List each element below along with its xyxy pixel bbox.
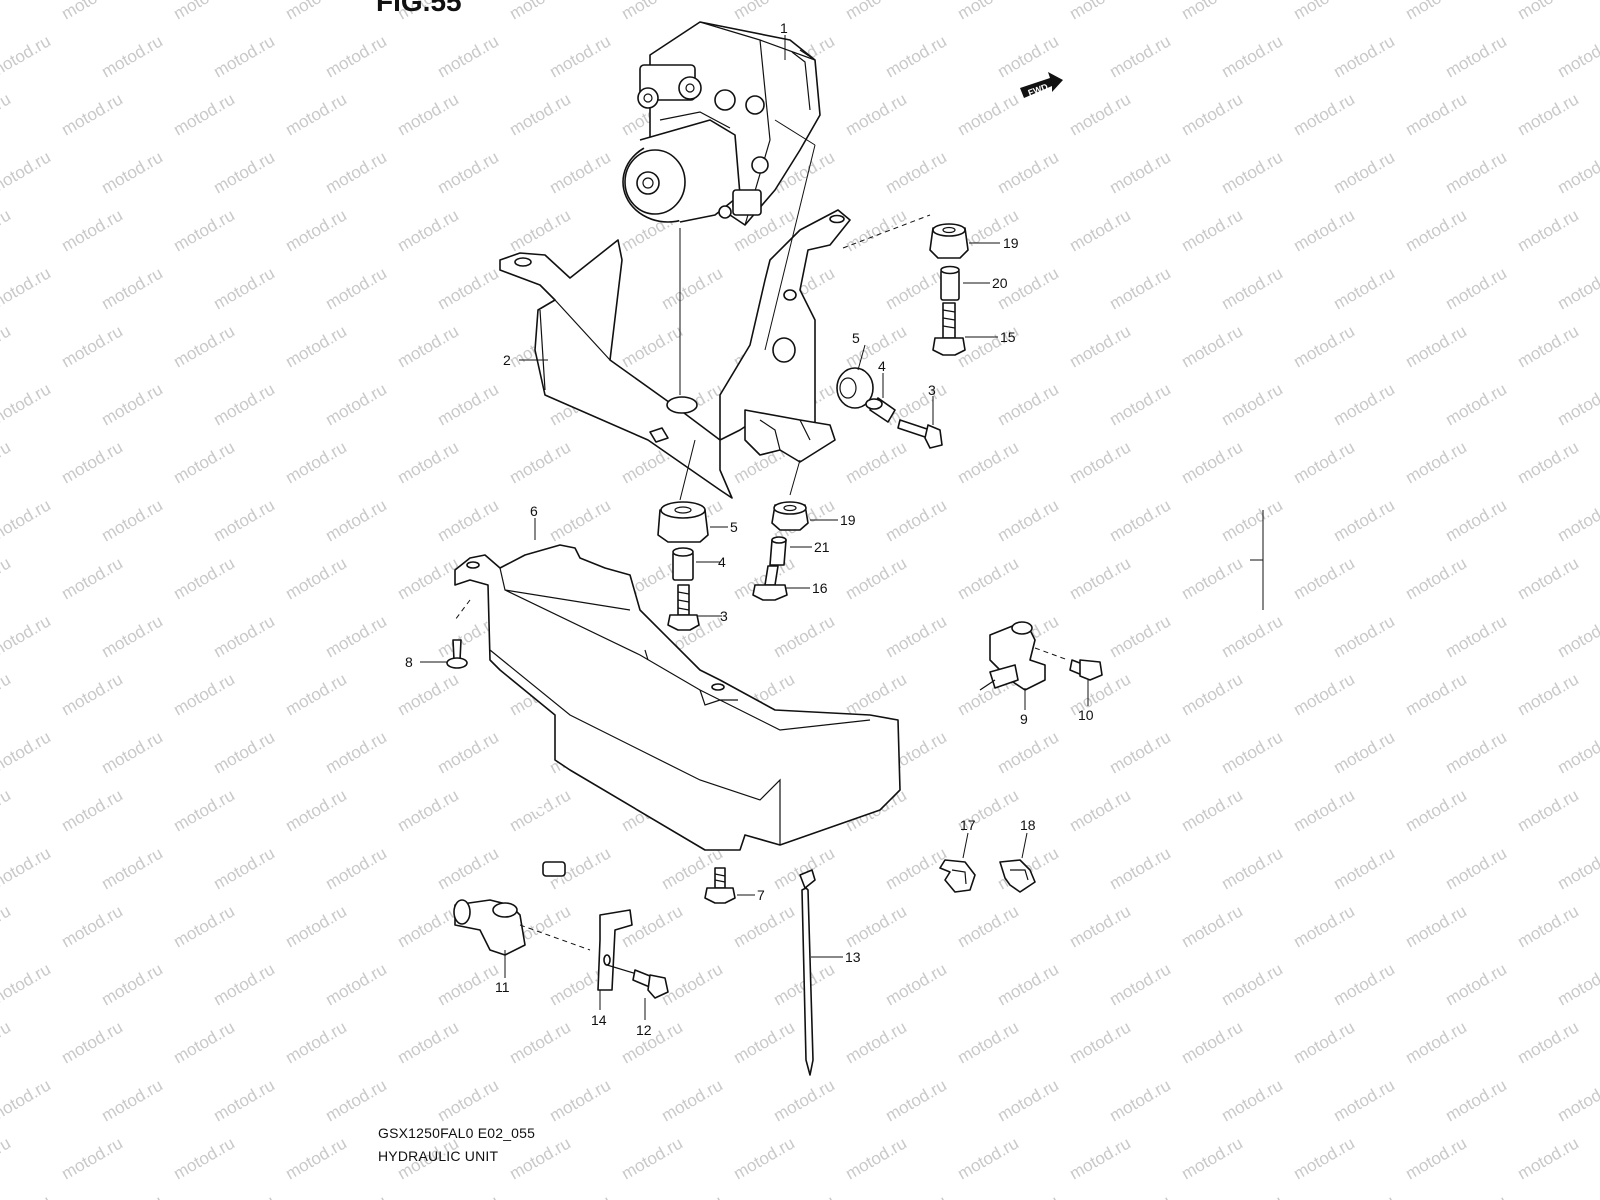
grommet-19-lower [771,501,809,531]
align-line-1 [774,119,816,146]
collar-4-lower [672,547,694,581]
collar-21 [769,536,787,566]
callout-12: 12 [636,1022,652,1038]
hydraulic-unit-bracket [499,209,851,499]
callout-14: 14 [591,1012,607,1028]
bolt-10 [1069,659,1103,681]
align-line-1b [764,144,816,351]
callout-4-lower: 4 [718,554,726,570]
callout-3-lower: 3 [720,608,728,624]
callout-4-upper: 4 [878,358,886,374]
callout-labels: 1 2 3 3 4 4 5 5 6 7 8 9 10 11 12 13 14 1… [405,20,1094,1038]
cable-tie-13 [799,869,816,1076]
callout-19-upper: 19 [1003,235,1019,251]
callout-5-lower: 5 [730,519,738,535]
callout-13: 13 [845,949,861,965]
callout-5-upper: 5 [852,330,860,346]
align-line-14 [519,924,591,951]
collar-4-upper [865,397,896,423]
grommet-5-upper [836,367,874,409]
abs-hydraulic-unit [622,21,821,226]
grommet-5-lower [657,501,709,543]
bolt-3-lower [667,584,700,631]
clamp-plate-14 [597,909,641,991]
callout-leaders [420,35,1089,1020]
callout-17: 17 [960,817,976,833]
clamp-18 [999,859,1036,893]
bolt-3-upper [897,419,943,449]
align-line-10 [1034,647,1069,661]
align-line-8 [454,599,471,621]
collar-20 [940,265,960,301]
screw-8 [446,639,468,669]
footer-diagram-title: HYDRAULIC UNIT [378,1148,499,1164]
callout-6: 6 [530,503,538,519]
callout-11: 11 [495,979,510,995]
callout-18: 18 [1020,817,1036,833]
callout-8: 8 [405,654,413,670]
footer-model-code: GSX1250FAL0 E02_055 [378,1125,536,1141]
clamp-17 [939,859,976,893]
callout-10: 10 [1078,707,1094,723]
callout-2: 2 [503,352,511,368]
figure-title: FIG.55 [376,0,462,17]
wheel-speed-sensor-11 [453,808,566,956]
align-line-19 [842,214,931,249]
callout-19-lower: 19 [840,512,856,528]
callout-9: 9 [1020,711,1028,727]
align-line-5b [679,439,696,501]
bolt-12 [632,969,669,999]
fwd-label: FWD [1027,81,1050,98]
wheel-speed-sensor-9 [979,621,1046,691]
callout-15: 15 [1000,329,1016,345]
callout-21: 21 [814,539,830,555]
fwd-direction-arrow: FWD [1020,72,1063,98]
callout-20: 20 [992,275,1008,291]
grommet-19-upper [929,223,969,259]
lower-tray-6 [454,544,901,851]
bolt-16 [752,565,788,601]
align-line-19b [789,459,801,496]
bolt-7 [704,867,736,904]
callout-16: 16 [812,580,828,596]
bolt-15 [932,302,966,356]
callout-7: 7 [757,887,765,903]
callout-3-upper: 3 [928,382,936,398]
callout-1: 1 [780,20,788,36]
